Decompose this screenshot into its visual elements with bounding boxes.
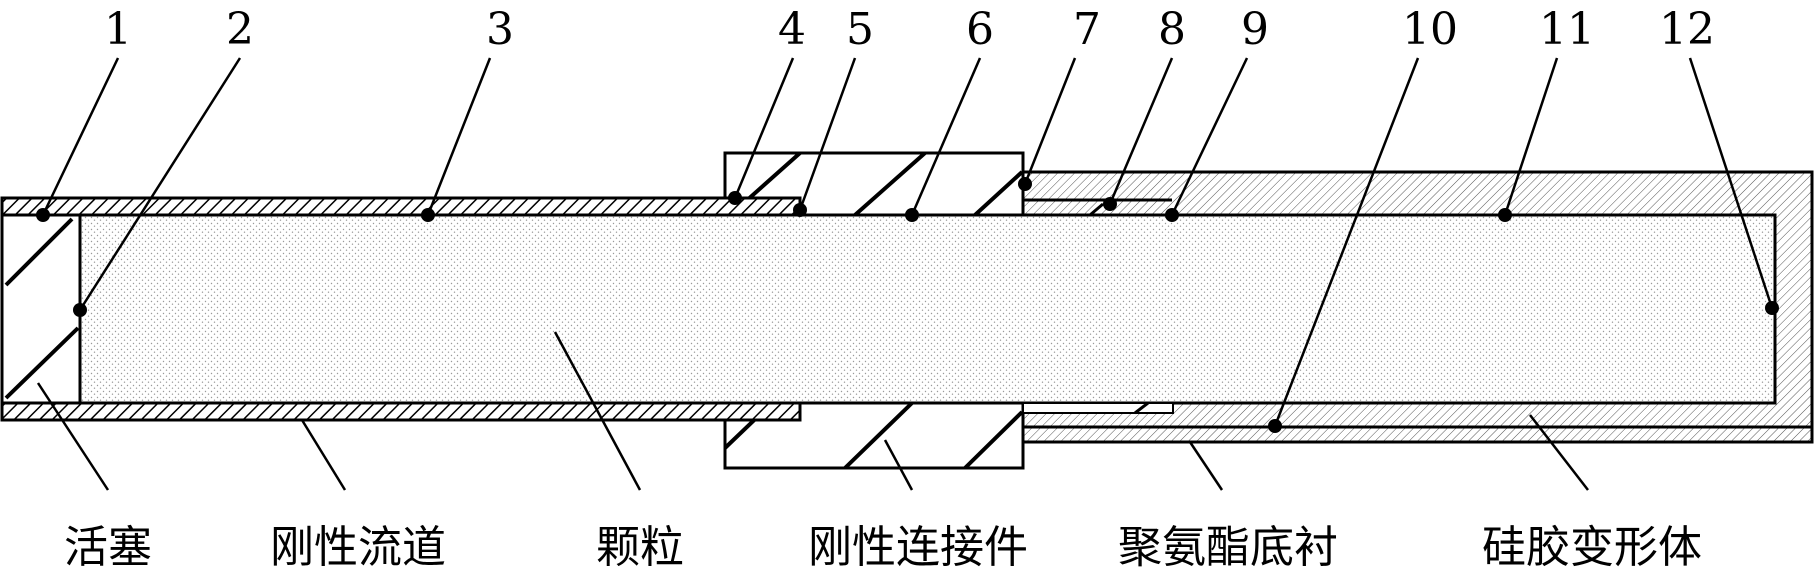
callout-dots: [36, 177, 1779, 433]
polyurethane-liner: [1020, 425, 1814, 444]
connector-steps: [1022, 202, 1174, 415]
particles: [78, 213, 1777, 405]
label-particles: 颗粒: [596, 522, 684, 573]
callout-12: 12: [1659, 4, 1715, 55]
label-leaders: [36, 331, 1589, 491]
label-rigid-flow-channel: 刚性流道: [270, 522, 446, 573]
callout-leaders: [41, 57, 1774, 427]
callout-3: 3: [486, 4, 514, 55]
callout-5: 5: [846, 4, 874, 55]
callout-8: 8: [1158, 4, 1186, 55]
label-silicone-body: 硅胶变形体: [1482, 522, 1702, 573]
callout-6: 6: [966, 4, 994, 55]
rigid-connector: [723, 151, 1025, 470]
label-piston: 活塞: [64, 522, 152, 573]
callout-7: 7: [1073, 4, 1101, 55]
piston: [0, 213, 82, 405]
callout-11: 11: [1539, 4, 1595, 55]
bottom-labels: 活塞 刚性流道 颗粒 刚性连接件 聚氨酯底衬 硅胶变形体: [64, 522, 1702, 573]
callout-numbers: 1 2 3 4 5 6 7 8 9 10 11 12: [104, 4, 1715, 55]
callout-10: 10: [1402, 4, 1458, 55]
callout-1: 1: [104, 4, 132, 55]
callout-2: 2: [226, 4, 254, 55]
label-polyurethane-liner: 聚氨酯底衬: [1118, 522, 1338, 573]
label-rigid-connector: 刚性连接件: [808, 522, 1028, 573]
callout-4: 4: [778, 4, 806, 55]
callout-9: 9: [1241, 4, 1269, 55]
